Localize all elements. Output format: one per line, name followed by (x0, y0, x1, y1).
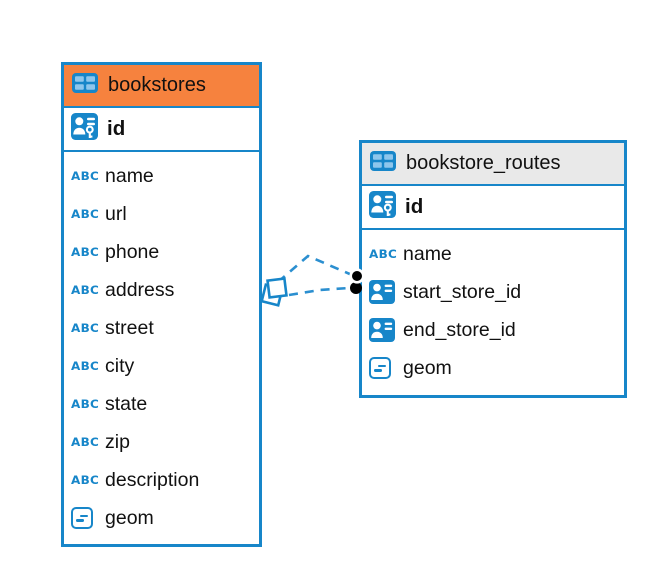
table-bookstore-routes[interactable]: bookstore_routes id ABC name (359, 140, 627, 398)
table-title: bookstore_routes (406, 152, 561, 174)
table-row[interactable]: ABC name (64, 157, 259, 195)
table-row[interactable]: geom (64, 499, 259, 537)
table-bookstore-routes-header[interactable]: bookstore_routes (362, 143, 624, 186)
geometry-type-icon (369, 357, 403, 379)
text-type-icon: ABC (369, 247, 398, 261)
text-type-icon: ABC (71, 283, 100, 297)
text-type-icon: ABC (71, 397, 100, 411)
table-row[interactable]: ABC url (64, 195, 259, 233)
table-row[interactable]: ABC phone (64, 233, 259, 271)
primary-key-icon (369, 190, 396, 224)
field-name: start_store_id (403, 280, 522, 303)
table-title: bookstores (108, 74, 206, 96)
pk-field-name: id (405, 195, 424, 218)
text-type-icon: ABC (71, 169, 100, 183)
table-row[interactable]: ABC address (64, 271, 259, 309)
field-name: name (403, 242, 452, 265)
table-icon (370, 150, 396, 177)
field-name: geom (105, 506, 154, 529)
table-row[interactable]: ABC state (64, 385, 259, 423)
text-type-icon: ABC (71, 321, 100, 335)
text-type-icon: ABC (71, 435, 100, 449)
table-row[interactable]: start_store_id (362, 273, 624, 311)
field-name: street (105, 316, 154, 339)
relationship-source-marker[interactable] (260, 277, 288, 307)
pk-row-routes[interactable]: id (362, 186, 624, 230)
table-row[interactable]: geom (362, 349, 624, 387)
field-name: end_store_id (403, 318, 516, 341)
field-list-routes: ABC name start_store_id (362, 230, 624, 387)
pk-field-name: id (107, 117, 126, 140)
text-type-icon: ABC (71, 207, 100, 221)
geometry-type-icon (71, 507, 105, 529)
field-name: name (105, 164, 154, 187)
table-row[interactable]: ABC description (64, 461, 259, 499)
table-row[interactable]: ABC name (362, 235, 624, 273)
table-icon (72, 72, 98, 99)
field-name: geom (403, 356, 452, 379)
field-name: phone (105, 240, 160, 263)
text-type-icon: ABC (71, 245, 100, 259)
field-name: city (105, 354, 135, 377)
field-name: url (105, 202, 127, 225)
table-row[interactable]: ABC street (64, 309, 259, 347)
field-name: description (105, 468, 200, 491)
table-bookstores-header[interactable]: bookstores (64, 65, 259, 108)
field-name: zip (105, 430, 130, 453)
table-row[interactable]: ABC city (64, 347, 259, 385)
field-list-bookstores: ABC name ABC url ABC phone ABC address A… (64, 152, 259, 537)
table-row[interactable]: end_store_id (362, 311, 624, 349)
reference-type-icon (369, 318, 403, 342)
table-row[interactable]: ABC zip (64, 423, 259, 461)
field-name: address (105, 278, 175, 301)
text-type-icon: ABC (71, 473, 100, 487)
relationship-line-end-store[interactable] (288, 286, 350, 297)
relationship-line-start-store[interactable] (277, 254, 353, 283)
primary-key-icon (71, 112, 98, 146)
table-bookstores[interactable]: bookstores id ABC name (61, 62, 262, 547)
reference-type-icon (369, 280, 403, 304)
pk-row-bookstores[interactable]: id (64, 108, 259, 152)
field-name: state (105, 392, 148, 415)
text-type-icon: ABC (71, 359, 100, 373)
